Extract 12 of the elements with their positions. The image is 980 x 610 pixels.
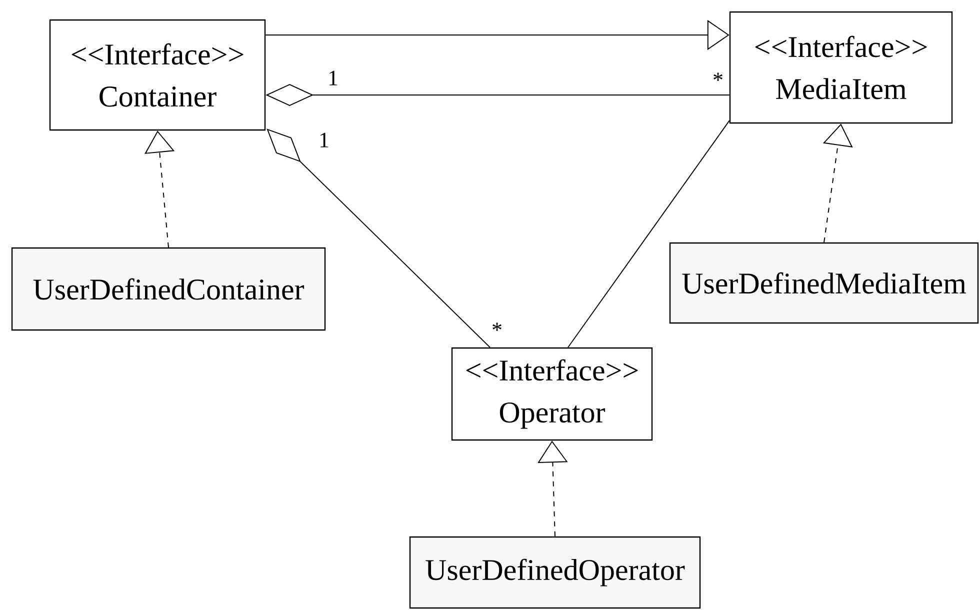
class-box: UserDefinedOperator xyxy=(409,536,701,609)
class-box: UserDefinedContainer xyxy=(11,247,326,331)
interface-box: <<Interface>> Container xyxy=(49,19,266,131)
multiplicity-label: * xyxy=(714,72,722,81)
interface-box: <<Interface>> Operator xyxy=(451,347,653,441)
multiplicity-label: 1 xyxy=(329,70,338,86)
multiplicity-label: * xyxy=(492,322,502,331)
class-box: UserDefinedMediaItem xyxy=(669,242,979,324)
association-line xyxy=(568,120,730,348)
interface-box: <<Interface>> MediaItem xyxy=(729,11,953,124)
multiplicity-label: 1 xyxy=(320,132,328,148)
aggregation-line xyxy=(266,128,490,348)
